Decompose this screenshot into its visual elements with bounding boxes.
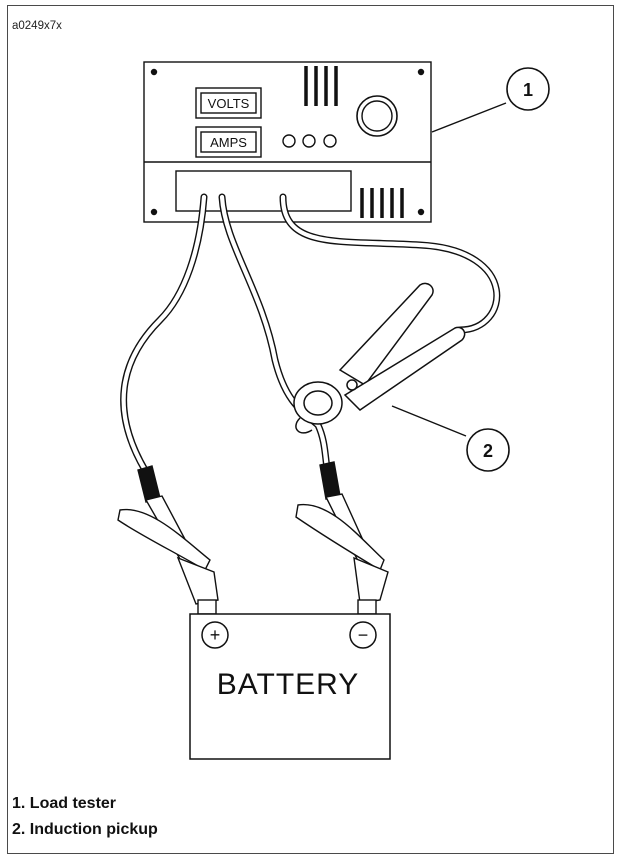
negative-symbol: − bbox=[358, 625, 369, 645]
amps-meter-frame bbox=[195, 126, 262, 158]
negative-clip bbox=[295, 461, 389, 615]
indicator-light bbox=[323, 134, 337, 148]
positive-symbol: + bbox=[210, 625, 221, 645]
volts-meter-frame bbox=[195, 87, 262, 119]
negative-clip-boot bbox=[319, 461, 341, 500]
screw-icon bbox=[417, 68, 425, 76]
wiring-diagram: VOLTS AMPS bbox=[117, 61, 550, 760]
callout-1-circle bbox=[506, 67, 550, 111]
callout-2-circle bbox=[466, 428, 510, 472]
legend-item-induction-pickup: 2. Induction pickup bbox=[12, 821, 158, 838]
callout-1-leader bbox=[431, 102, 507, 133]
clamp-handle-upper bbox=[338, 282, 434, 386]
battery bbox=[189, 613, 391, 760]
lower-panel bbox=[175, 170, 352, 212]
screw-icon bbox=[150, 68, 158, 76]
positive-clip-handle bbox=[176, 556, 219, 605]
positive-clip-boot bbox=[137, 465, 161, 503]
clamp-handle-lower bbox=[343, 326, 466, 411]
screw-icon bbox=[150, 208, 158, 216]
cables bbox=[120, 193, 501, 474]
negative-clip-jaw bbox=[295, 504, 385, 572]
callout-1-number: 1 bbox=[523, 80, 533, 100]
callout-2-number: 2 bbox=[483, 441, 493, 461]
screw-icon bbox=[417, 208, 425, 216]
positive-cable bbox=[120, 193, 208, 474]
indicator-light bbox=[282, 134, 296, 148]
figure-id: a0249x7x bbox=[12, 20, 62, 32]
volts-meter-window bbox=[200, 92, 257, 114]
load-tester bbox=[143, 61, 432, 223]
positive-terminal bbox=[197, 599, 217, 615]
knob-icon bbox=[356, 95, 398, 137]
amps-label: AMPS bbox=[210, 135, 247, 150]
volts-label: VOLTS bbox=[208, 96, 250, 111]
callout-2-leader bbox=[391, 405, 467, 437]
legend-item-load-tester: 1. Load tester bbox=[12, 795, 117, 812]
battery-label: BATTERY bbox=[217, 668, 360, 701]
load-tester-body bbox=[143, 61, 432, 223]
positive-symbol-circle bbox=[201, 621, 229, 649]
positive-clip bbox=[117, 465, 219, 615]
clamp-jaw-tip bbox=[295, 417, 313, 434]
negative-clip-handle bbox=[353, 556, 389, 604]
indicator-light bbox=[302, 134, 316, 148]
negative-terminal bbox=[357, 599, 377, 615]
clamp-jaw-inner bbox=[303, 390, 333, 416]
induction-pickup bbox=[293, 282, 466, 434]
clamp-pivot-icon bbox=[346, 379, 358, 391]
negative-symbol-circle bbox=[349, 621, 377, 649]
amps-meter-window bbox=[200, 131, 257, 153]
knob-inner bbox=[361, 100, 393, 132]
